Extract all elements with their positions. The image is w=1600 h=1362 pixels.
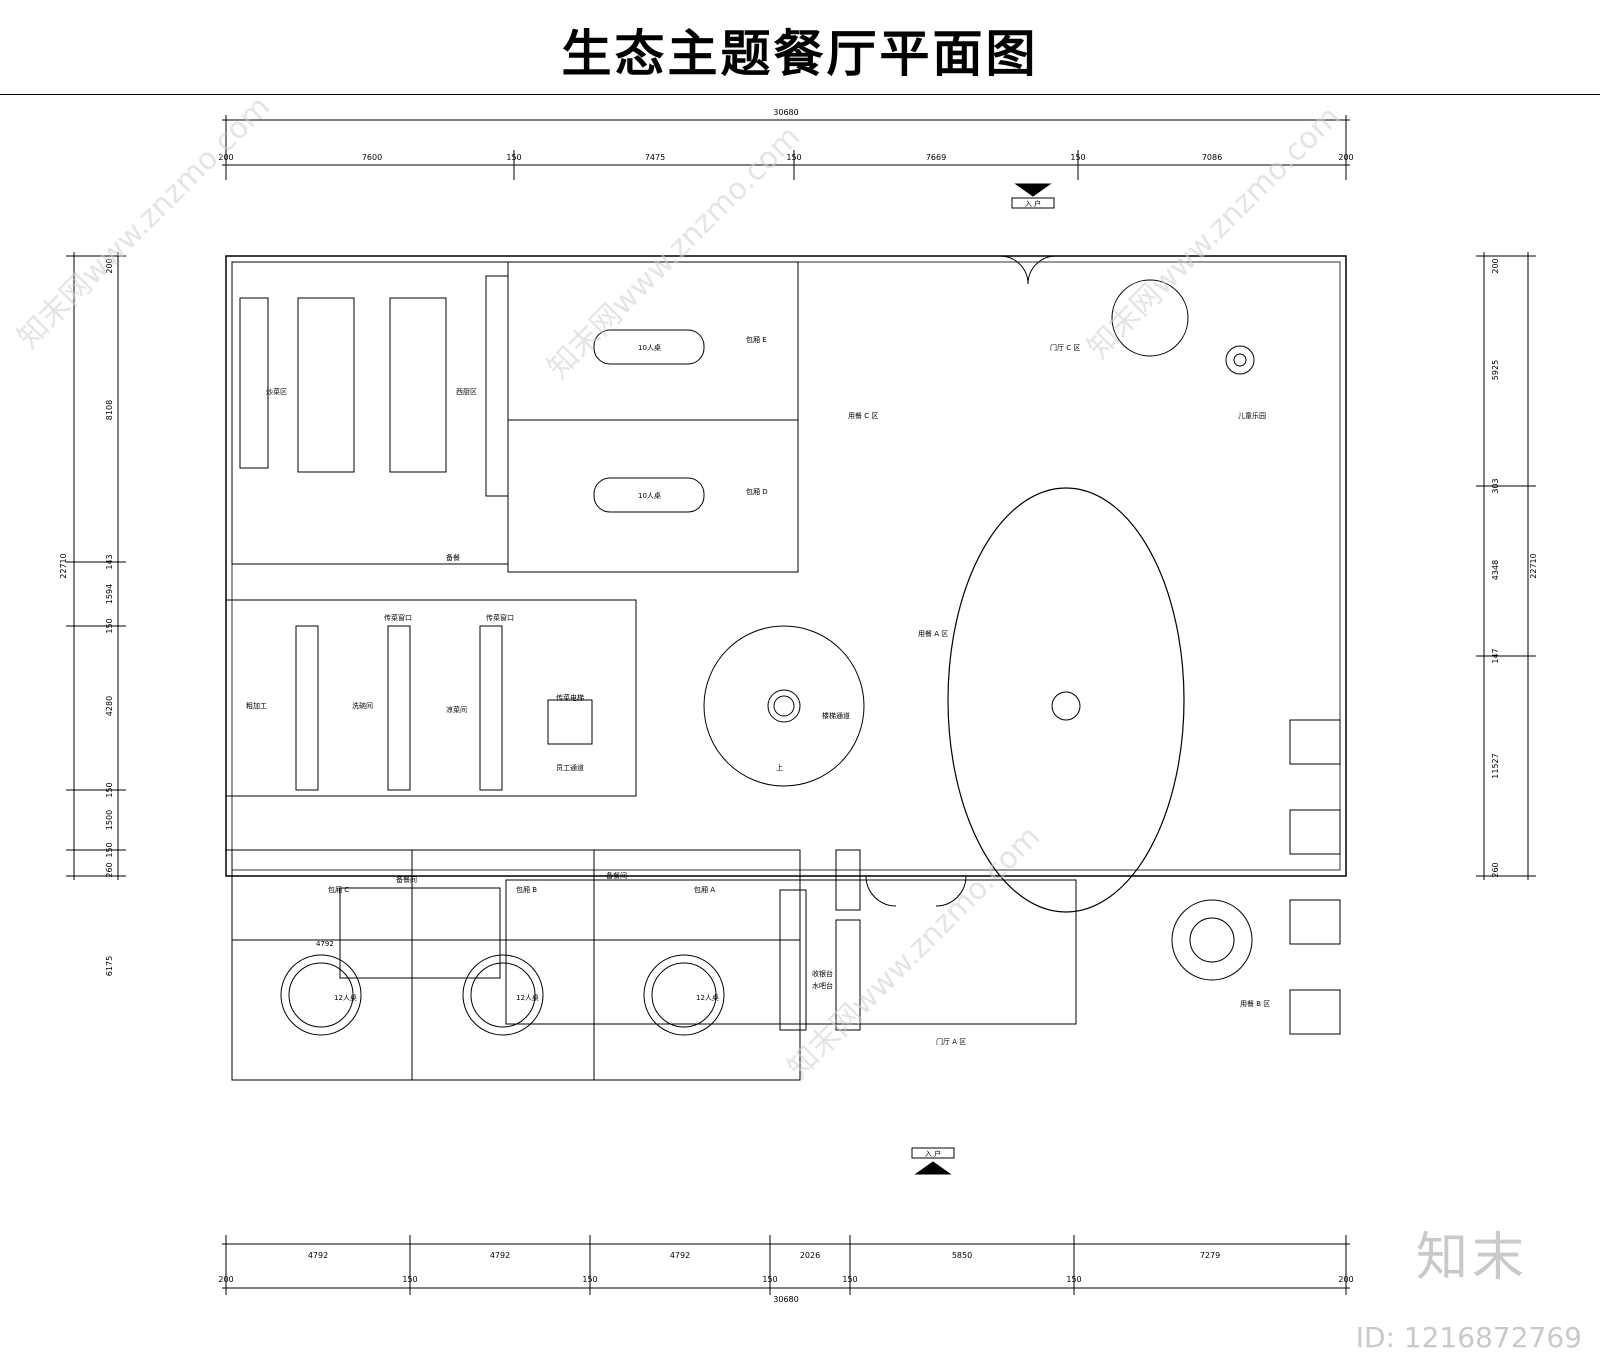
label-dining-b: 用餐 B 区 <box>1240 999 1270 1008</box>
dim-top-seg-2: 150 <box>506 153 521 162</box>
dim-bottom-r2-4: 150 <box>842 1275 857 1284</box>
label-private-d: 包厢 D <box>746 487 768 496</box>
dim-left-seg-9: 6175 <box>105 956 114 976</box>
label-staff-stair: 员工通道 <box>556 763 584 772</box>
watermark-site-2: 知末网www.znzmo.com <box>541 119 807 385</box>
dim-bottom-r2-3: 150 <box>762 1275 777 1284</box>
dim-bottom-r2-6: 200 <box>1338 1275 1353 1284</box>
dim-left-total: 22710 <box>59 553 68 578</box>
dim-bottom-r1-3: 2026 <box>800 1251 820 1260</box>
dim-right-total: 22710 <box>1529 553 1538 578</box>
round-table-3 <box>643 954 725 1036</box>
label-private-c: 包厢 C <box>328 885 349 894</box>
dim-top-seg-8: 200 <box>1338 153 1353 162</box>
watermark-site-4: 知末网www.znzmo.com <box>781 819 1047 1085</box>
dim-left-seg-5: 4280 <box>105 696 114 716</box>
dim-top-seg-0: 200 <box>218 153 233 162</box>
dim-left-seg-3: 1594 <box>105 584 114 604</box>
label-table-12c: 12人桌 <box>696 993 719 1002</box>
label-stair-up: 上 <box>776 763 783 772</box>
label-table-12b: 12人桌 <box>516 993 539 1002</box>
label-dining-c: 用餐 C 区 <box>848 411 878 420</box>
dim-right-seg-3: 4348 <box>1491 560 1500 580</box>
label-dish-window: 传菜窗口 <box>384 613 412 622</box>
dim-bottom-r1-4: 5850 <box>952 1251 972 1260</box>
dim-left-seg-10: 260 <box>105 862 114 877</box>
dim-top-seg-6: 150 <box>1070 153 1085 162</box>
label-server-1: 备餐间 <box>396 875 417 884</box>
dim-left-seg-1: 8108 <box>105 400 114 420</box>
outer-wall <box>225 255 1347 877</box>
dim-bottom-r1-1: 4792 <box>490 1251 510 1260</box>
dim-top-seg-7: 7086 <box>1202 153 1222 162</box>
dim-right-seg-0: 200 <box>1491 258 1500 273</box>
label-hall-a: 门厅 A 区 <box>936 1037 966 1046</box>
dim-right-seg-1: 5925 <box>1491 360 1500 380</box>
dim-right-seg-5: 11527 <box>1491 753 1500 778</box>
dim-top-seg-1: 7600 <box>362 153 382 162</box>
dim-right-seg-2: 303 <box>1491 478 1500 493</box>
dim-top-seg-4: 150 <box>786 153 801 162</box>
dim-left-seg-0: 200 <box>105 258 114 273</box>
label-server-2: 备餐间 <box>606 871 627 880</box>
dim-bottom-r2-5: 150 <box>1066 1275 1081 1284</box>
label-private-a: 包厢 A <box>694 885 715 894</box>
label-counter-2: 水吧台 <box>812 981 833 990</box>
inner-wall <box>231 261 1341 871</box>
label-private-e: 包厢 E <box>746 335 767 344</box>
dim-top-seg-3: 7475 <box>645 153 665 162</box>
label-table-10b: 10人桌 <box>638 491 661 500</box>
watermark-site-3: 知末网www.znzmo.com <box>1081 99 1347 365</box>
label-dining-a: 用餐 A 区 <box>918 629 948 638</box>
label-hall-c: 门厅 C 区 <box>1050 343 1080 352</box>
dim-left-seg-8: 150 <box>105 842 114 857</box>
dim-bottom-r1-0: 4792 <box>308 1251 328 1260</box>
dim-left-seg-6: 150 <box>105 782 114 797</box>
round-table-2 <box>462 954 544 1036</box>
round-table-1 <box>280 954 362 1036</box>
label-private-b: 包厢 B <box>516 885 537 894</box>
spiral-stair <box>703 625 865 787</box>
label-private-c-width: 4792 <box>316 940 334 948</box>
label-kitchen-hot: 炒菜区 <box>266 387 287 396</box>
dim-bottom-r2-2: 150 <box>582 1275 597 1284</box>
dim-right-seg-6: 260 <box>1491 862 1500 877</box>
label-table-12a: 12人桌 <box>334 993 357 1002</box>
label-table-10a: 10人桌 <box>638 343 661 352</box>
dim-top-seg-5: 7669 <box>926 153 946 162</box>
label-kitchen-west: 西厨区 <box>456 388 477 396</box>
dim-left-seg-2: 143 <box>105 554 114 569</box>
dim-left-seg-4: 150 <box>105 618 114 633</box>
dim-bottom-r2-1: 150 <box>402 1275 417 1284</box>
label-rough-proc: 粗加工 <box>246 701 267 710</box>
central-oval <box>947 487 1185 913</box>
dim-bottom-r2-0: 200 <box>218 1275 233 1284</box>
watermark-brand: 知末 <box>1415 1228 1528 1288</box>
dim-left-seg-7: 1500 <box>105 810 114 830</box>
dim-bottom-total: 30680 <box>773 1295 798 1304</box>
label-pass-window: 传菜窗口 <box>486 613 514 622</box>
label-kids: 儿童乐园 <box>1238 411 1266 420</box>
dim-top-total: 30680 <box>773 108 798 117</box>
label-stair: 楼梯通道 <box>822 711 850 720</box>
label-counter-1: 收银台 <box>812 969 833 978</box>
label-cold-dish: 凉菜间 <box>446 705 467 714</box>
title-underline <box>0 94 1600 95</box>
label-entrance-top: 入 户 <box>1025 199 1041 208</box>
dim-right-seg-4: 147 <box>1491 648 1500 663</box>
dim-bottom-r1-2: 4792 <box>670 1251 690 1260</box>
page-title: 生态主题餐厅平面图 <box>561 25 1039 83</box>
dim-bottom-r1-5: 7279 <box>1200 1251 1220 1260</box>
watermark-site-1: 知末网www.znzmo.com <box>11 89 277 355</box>
kids-planter <box>1111 279 1189 357</box>
label-lift: 传菜电梯 <box>556 693 584 702</box>
label-entrance-bottom: 入 户 <box>925 1149 941 1158</box>
kitchen-block <box>231 261 509 565</box>
label-washing: 洗碗间 <box>352 701 373 710</box>
label-prep: 备餐 <box>446 553 460 562</box>
watermark-id: ID: 1216872769 <box>1355 1321 1582 1354</box>
